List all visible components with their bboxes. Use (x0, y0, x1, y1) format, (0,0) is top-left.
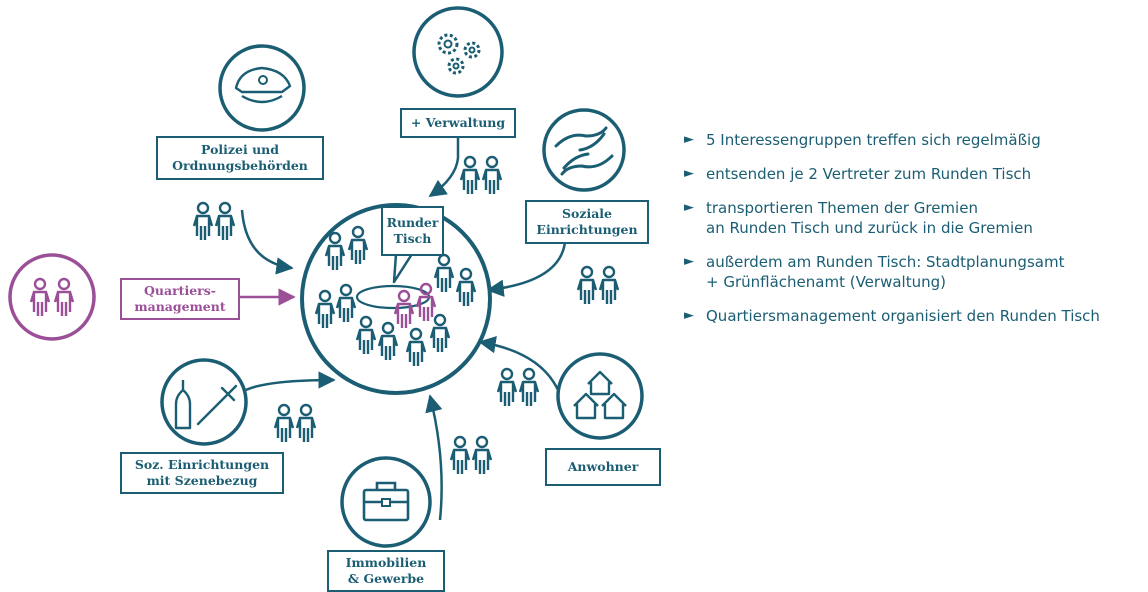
bullet-text: 5 Interessengruppen treffen sich regelmä… (706, 131, 1041, 149)
police-cap-icon (218, 44, 306, 132)
bullet-item: ► Quartiersmanagement organisiert den Ru… (684, 306, 1144, 326)
bullet-text: entsenden je 2 Vertreter zum Runden Tisc… (706, 165, 1032, 183)
label-quartiers-line-1: Quartiers- (144, 283, 216, 298)
bubble-line-2: Tisch (393, 231, 432, 246)
bullet-arrow-icon: ► (684, 308, 694, 323)
bullet-item: ► außerdem am Runden Tisch: Stadtplanung… (684, 252, 1144, 292)
bullet-list: ► 5 Interessengruppen treffen sich regel… (684, 130, 1144, 340)
label-immobilien: Immobilien & Gewerbe (327, 550, 445, 592)
label-polizei-line-2: Ordnungsbehörden (172, 158, 308, 173)
bubble-line-1: Runder (386, 215, 439, 230)
runder-tisch-bubble: Runder Tisch (381, 206, 444, 256)
bullet-item: ► transportieren Themen der Gremien an R… (684, 198, 1144, 238)
label-anwohner-line-1: Anwohner (567, 459, 639, 474)
gears-icon (412, 6, 504, 98)
bullet-arrow-icon: ► (684, 132, 694, 147)
bullet-item: ► 5 Interessengruppen treffen sich regel… (684, 130, 1144, 150)
bullet-item: ► entsenden je 2 Vertreter zum Runden Ti… (684, 164, 1144, 184)
label-verwaltung: + Verwaltung (400, 108, 516, 138)
arrow-anwohner (478, 335, 560, 391)
connector-arrows (240, 138, 567, 521)
reps-anwohner (498, 369, 538, 406)
label-verwaltung-line-1: + Verwaltung (410, 115, 506, 130)
reps-verwaltung (461, 157, 501, 194)
reps-immobilien (451, 437, 491, 474)
label-szene: Soz. Einrichtungen mit Szenebezug (120, 452, 284, 494)
bullet-text: transportieren Themen der Gremien (706, 199, 978, 217)
bullet-text: + Grünflächenamt (Verwaltung) (706, 273, 946, 291)
arrow-immobilien (425, 394, 443, 521)
arrow-soziale (486, 241, 567, 297)
houses-icon (556, 352, 644, 440)
label-soziale: Soziale Einrichtungen (525, 200, 649, 244)
arrow-polizei (240, 209, 294, 275)
bullet-arrow-icon: ► (684, 254, 694, 269)
arrow-verwaltung (428, 138, 460, 198)
label-immobilien-line-2: & Gewerbe (347, 571, 425, 586)
arrow-szene (241, 371, 336, 394)
label-quartiers: Quartiers- management (120, 278, 240, 320)
label-immobilien-line-1: Immobilien (345, 555, 427, 570)
label-szene-line-2: mit Szenebezug (146, 473, 258, 488)
bubble-tail (392, 253, 414, 284)
reps-soziale (578, 267, 618, 304)
two-persons-icon (8, 253, 96, 341)
label-anwohner: Anwohner (545, 448, 661, 486)
bullet-text: außerdem am Runden Tisch: Stadtplanungsa… (706, 253, 1065, 271)
bottle-syringe-icon (160, 358, 248, 446)
bullet-text: an Runden Tisch und zurück in die Gremie… (706, 219, 1033, 237)
label-quartiers-line-2: management (134, 299, 226, 314)
label-soziale-line-1: Soziale (561, 206, 612, 221)
reps-szene (275, 405, 315, 442)
label-polizei-line-1: Polizei und (201, 142, 279, 157)
helping-hands-icon (542, 108, 626, 192)
label-soziale-line-2: Einrichtungen (536, 222, 638, 237)
bullet-arrow-icon: ► (684, 166, 694, 181)
label-szene-line-1: Soz. Einrichtungen (134, 457, 270, 472)
label-polizei: Polizei und Ordnungsbehörden (156, 136, 324, 180)
bullet-text: Quartiersmanagement organisiert den Rund… (706, 307, 1100, 325)
briefcase-icon (340, 456, 432, 548)
bullet-arrow-icon: ► (684, 200, 694, 215)
reps-polizei (194, 203, 234, 240)
